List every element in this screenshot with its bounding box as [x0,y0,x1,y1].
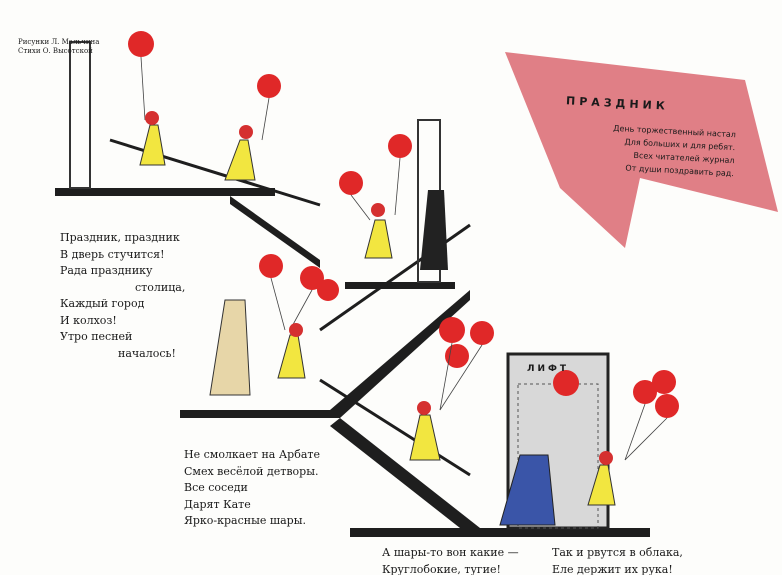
poem-line: А шары-то вон какие — [382,546,519,559]
poem-line: Не смолкает на Арбате [184,448,320,461]
old-woman [499,454,556,526]
poem-line: Рада празднику [60,264,153,277]
balloons [128,31,679,418]
poem-line: В дверь стучится! [60,247,165,261]
poem-line: И колхоз! [60,313,117,327]
stairs [55,138,650,537]
poem-line: Каждый город [60,297,145,310]
poem-line: Утро песней [60,330,133,343]
poem-line: столица, [135,280,186,294]
poem-stanza-4: Так и рвутся в облака, Еле держит их рук… [552,545,683,575]
poem-stanza-2: Не смолкает на Арбате Смех весёлой детво… [184,447,320,530]
poem-line: Смех весёлой детворы. [184,464,319,478]
banner-text: День торжественный настал Для больших и … [574,120,737,180]
poem-line: Еле держит их рука! [552,562,673,575]
credit-illustrator: Рисунки Л. Мальчина [18,38,100,46]
lift-sign: ЛИФТ [527,364,570,374]
neighbor-woman [420,190,448,270]
poem-line: Все соседи [184,481,248,494]
poem-line: Праздник, праздник [60,231,180,244]
old-man [209,299,251,396]
poem-line: Так и рвутся в облака, [552,546,683,559]
poem-stanza-1: Праздник, праздник В дверь стучится! Рад… [60,230,185,362]
children [139,124,616,506]
credit-poet: Стихи О. Высотской [18,47,93,55]
poem-line: началось! [118,346,176,360]
poem-line: Ярко-красные шары. [184,514,306,527]
poem-stanza-3: А шары-то вон какие — Круглобокие, тугие… [382,545,519,575]
credits: Рисунки Л. Мальчина Стихи О. Высотской [18,38,99,56]
poem-line: Дарят Кате [184,497,251,511]
poem-line: Круглобокие, тугие! [382,562,501,575]
holiday-banner [505,52,778,248]
